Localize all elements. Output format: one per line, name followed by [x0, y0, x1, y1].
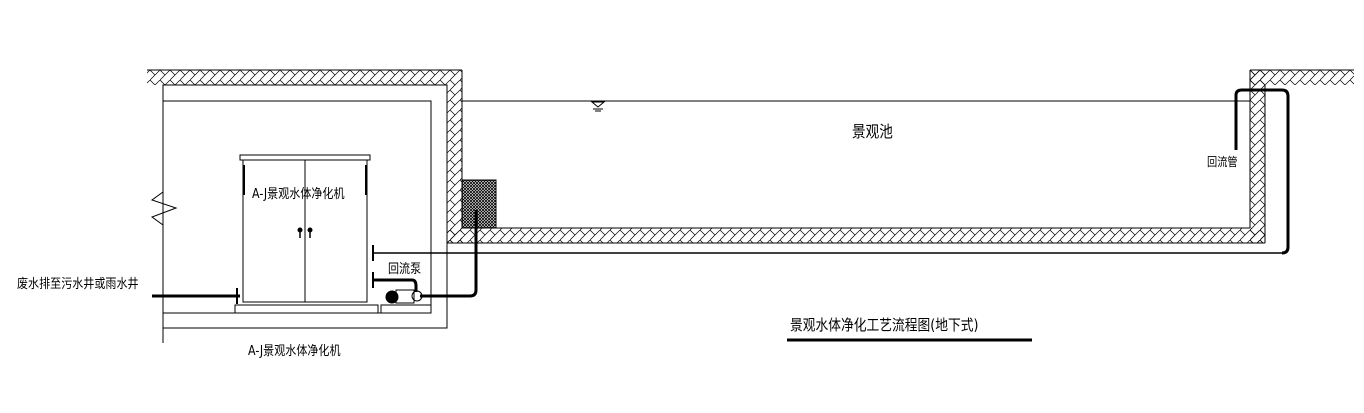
water-level-icon [590, 101, 606, 112]
wastewater-label: 废水排至污水井或雨水井 [17, 277, 139, 292]
pool-bottom-hatch [447, 228, 1265, 243]
ground-hatch-right [1250, 70, 1354, 85]
return-pump-label: 回流泵 [388, 262, 422, 277]
purification-machine [234, 154, 379, 314]
pond-label: 景观池 [852, 122, 893, 141]
machine-inside-label: A-J景观水体净化机 [252, 187, 345, 202]
return-pipe-label: 回流管 [1207, 155, 1238, 169]
filter-block [461, 179, 497, 229]
room-outline [150, 84, 448, 343]
ground-hatch-left [147, 70, 462, 85]
diagram-title: 景观水体净化工艺流程图(地下式) [790, 316, 979, 334]
pool-right-wall-hatch [1250, 70, 1265, 243]
machine-caption: A-J景观水体净化机 [248, 344, 341, 359]
wall-hatch-middle [447, 85, 462, 243]
pipes [152, 88, 1290, 298]
return-pump [380, 289, 432, 314]
